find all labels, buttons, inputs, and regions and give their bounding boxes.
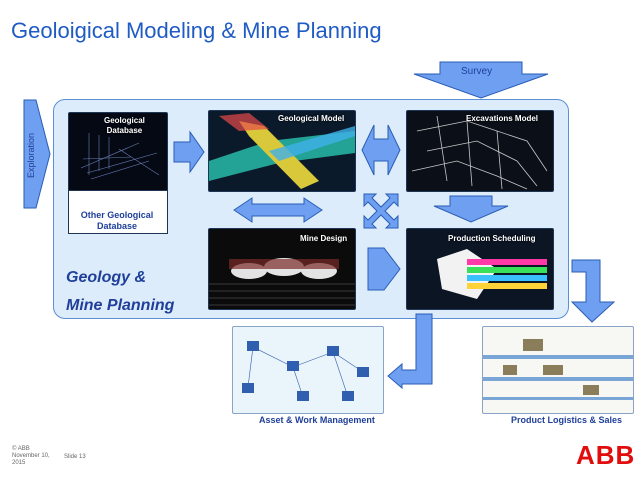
geology-line-1: Geology &	[66, 269, 147, 286]
excavations-model-image	[406, 110, 554, 192]
double-arrow-horizontal-icon	[361, 124, 401, 176]
abb-logo-icon: ABB	[576, 440, 636, 470]
slide-title: Geoloigical Modeling & Mine Planning	[11, 18, 382, 43]
other-geological-database-label: Other Geological Database	[80, 210, 154, 231]
geology-line-2: Mine Planning	[66, 297, 175, 314]
geology-mine-planning-label: Geology & Mine Planning	[66, 264, 174, 320]
geological-model-render-icon	[209, 113, 355, 189]
geological-model-caption: Geological Model	[278, 114, 345, 123]
cross-arrows-icon	[363, 193, 399, 229]
exploration-arrow-icon	[23, 99, 51, 209]
asset-work-management-image	[232, 326, 384, 414]
footer-date-line-1: November 10,	[12, 453, 50, 459]
excavations-model-caption: Excavations Model	[466, 114, 539, 123]
production-scheduling-image	[406, 228, 554, 310]
footer-slide-number: Slide 13	[64, 454, 86, 460]
other-database-box	[68, 190, 168, 234]
geological-database-caption: Geological Database	[104, 116, 145, 135]
geological-model-image	[208, 110, 356, 192]
production-scheduling-render-icon	[437, 249, 547, 299]
product-logistics-image	[482, 326, 634, 414]
production-scheduling-caption: Production Scheduling	[448, 234, 536, 243]
arrow-down-icon	[433, 195, 509, 223]
double-arrow-row-icon	[233, 197, 323, 223]
product-logistics-label: Product Logistics & Sales	[511, 415, 623, 425]
elbow-arrow-down-icon	[570, 259, 616, 323]
arrow-right-2-icon	[367, 247, 401, 291]
survey-arrow-icon	[413, 61, 549, 99]
footer-copyright: © ABB	[12, 446, 30, 452]
asset-work-management-label: Asset & Work Management	[259, 415, 375, 425]
mine-design-caption: Mine Design	[300, 234, 348, 243]
exploration-label: Exploration	[26, 132, 36, 178]
database-wireframe-icon	[80, 133, 160, 180]
geological-database-image	[68, 112, 168, 192]
mine-design-render-icon	[209, 258, 355, 306]
excavations-wireframe-icon	[411, 115, 548, 190]
arrow-right-icon	[173, 130, 205, 174]
logistics-map-icon	[483, 339, 633, 400]
footer-date-line-2: 2015	[12, 460, 26, 466]
elbow-arrow-left-icon	[387, 313, 433, 390]
mine-design-image	[208, 228, 356, 310]
asset-network-icon	[242, 341, 369, 401]
survey-label: Survey	[461, 66, 493, 77]
